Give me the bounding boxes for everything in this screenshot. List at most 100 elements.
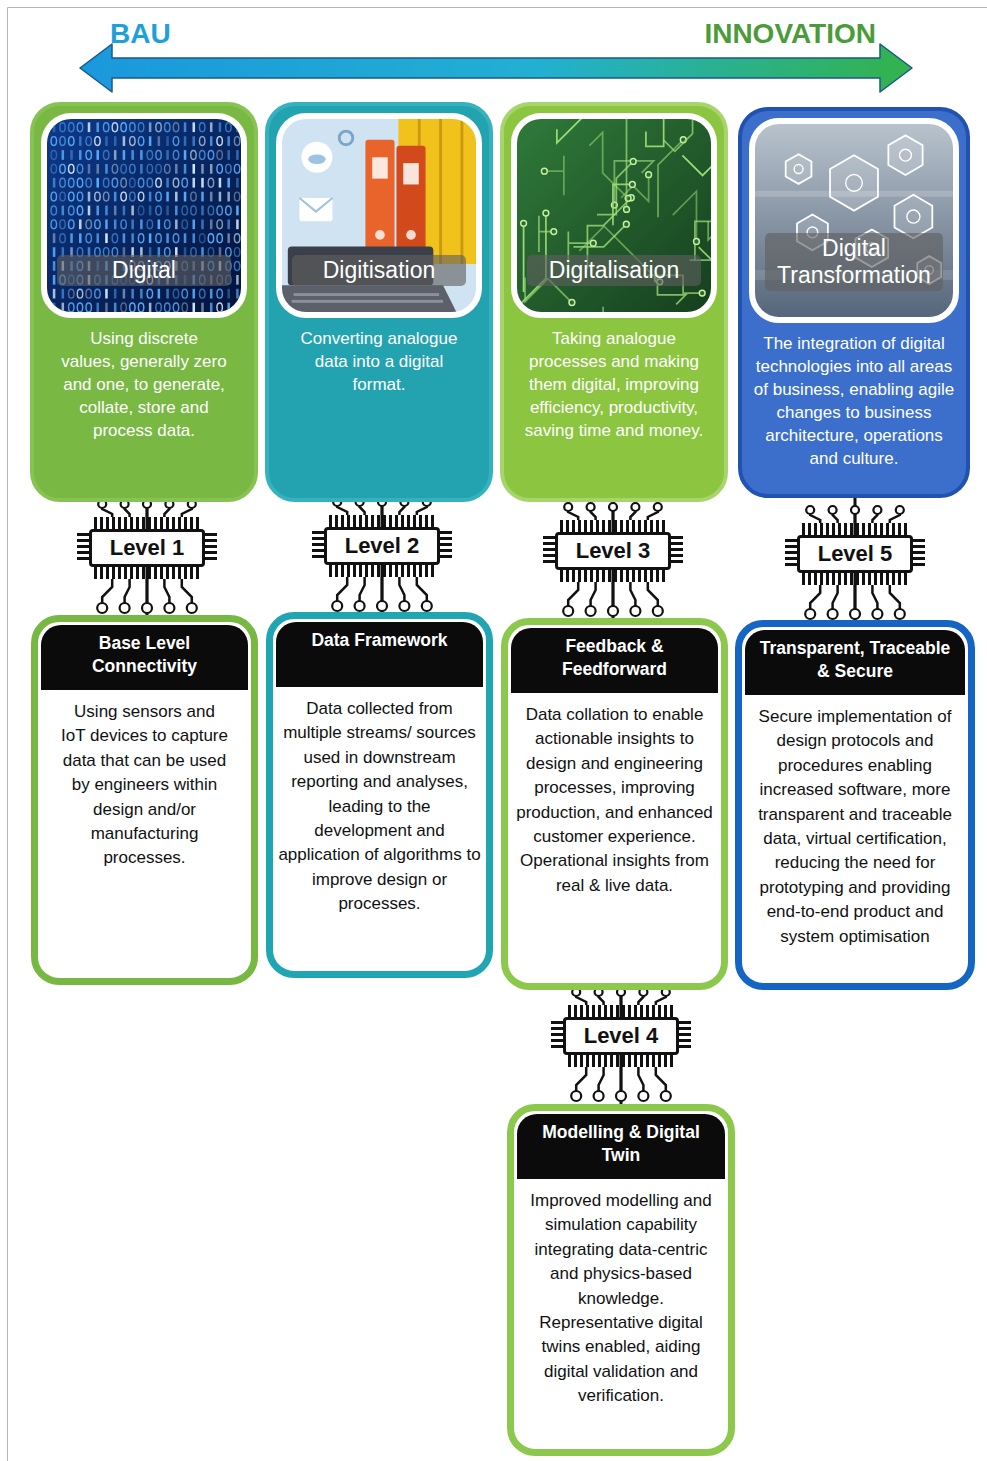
- binary-zero: [147, 289, 152, 298]
- stage-title: Digitalisation: [527, 255, 701, 286]
- circuit-trace: [588, 307, 603, 312]
- binary-zero: [86, 303, 91, 312]
- chip-tooth: [604, 1005, 607, 1017]
- hexagon-dot: [794, 165, 803, 174]
- binary-zero: [199, 137, 204, 146]
- binary-one: [236, 219, 239, 229]
- connector: [855, 498, 856, 535]
- binary-zero: [217, 151, 222, 160]
- binary-zero: [156, 178, 161, 187]
- binary-one: [166, 233, 169, 243]
- chip-tooth: [898, 523, 901, 535]
- chip-wire-end: [332, 601, 342, 611]
- hexagon-icon: [888, 135, 922, 175]
- chip-tooth: [652, 1005, 655, 1017]
- binary-one: [149, 303, 152, 312]
- chip-tooth: [626, 520, 629, 532]
- chip-tooth: [77, 545, 89, 548]
- binary-zero: [77, 164, 82, 173]
- chip-wire: [399, 577, 404, 601]
- level-card: Feedback & FeedforwardData collation to …: [501, 618, 728, 990]
- illustration-ground: [517, 119, 711, 312]
- binary-zero: [103, 123, 108, 132]
- level-chip: Level 5: [797, 535, 913, 573]
- binary-zero: [69, 178, 74, 187]
- binary-zero: [95, 192, 100, 201]
- chip-tooth: [862, 573, 865, 585]
- chip-tooth: [628, 1055, 631, 1067]
- chip-tooth: [620, 570, 623, 582]
- binary-zero: [112, 123, 117, 132]
- chip-tooth: [419, 515, 422, 527]
- chip-tooth: [671, 554, 683, 557]
- chip-tooth: [662, 520, 665, 532]
- circuit-trace: [544, 156, 563, 195]
- chip-tooth: [572, 570, 575, 582]
- binary-one: [123, 136, 126, 146]
- binary-zero: [138, 137, 143, 146]
- hexagon-dot: [907, 210, 920, 223]
- binary-one: [166, 206, 169, 216]
- chip-tooth: [640, 1055, 643, 1067]
- chip-tooth: [94, 567, 97, 579]
- binary-one: [175, 219, 178, 229]
- circuit-trace: [682, 150, 711, 176]
- chip-tooth: [862, 523, 865, 535]
- binary-one: [158, 219, 161, 229]
- circuit-pad: [569, 300, 575, 306]
- chip-wire: [890, 585, 900, 609]
- binary-one: [236, 303, 239, 312]
- chip-pins: [551, 988, 691, 1101]
- keyboard-row: [294, 293, 440, 296]
- binary-zero: [234, 261, 239, 270]
- chip-tooth: [172, 567, 175, 579]
- chip-tooth: [395, 565, 398, 577]
- binary-one: [96, 150, 99, 160]
- chip-wire-end: [616, 1091, 626, 1101]
- binary-one: [96, 303, 99, 312]
- binary-one: [236, 289, 239, 299]
- image-frame: Digital: [41, 113, 247, 318]
- chip-tooth: [551, 1045, 563, 1048]
- binary-zero: [156, 123, 161, 132]
- circuit-pad: [543, 210, 549, 216]
- image-frame: Digitalisation: [511, 113, 717, 318]
- chip-wire-end: [630, 606, 640, 616]
- level-label: Level 4: [584, 1020, 659, 1052]
- chip-tooth: [383, 565, 386, 577]
- chip-wire-end: [586, 606, 596, 616]
- chip-tooth: [341, 565, 344, 577]
- chip-wire: [182, 579, 192, 603]
- binary-one: [210, 122, 213, 132]
- chip-tooth: [136, 517, 139, 529]
- binary-zero: [60, 192, 65, 201]
- chip-tooth: [880, 523, 883, 535]
- chip-tooth: [312, 549, 324, 552]
- image-frame: Digital Transformation: [749, 118, 959, 323]
- chip-tooth: [820, 573, 823, 585]
- binary-zero: [208, 234, 213, 243]
- chip-tooth: [620, 520, 623, 532]
- chip-tooth: [632, 520, 635, 532]
- binary-one: [210, 136, 213, 146]
- chip-tooth: [664, 1005, 667, 1017]
- chip-tooth: [440, 549, 452, 552]
- binary-one: [114, 219, 117, 229]
- binary-one: [236, 178, 239, 188]
- binary-one: [114, 192, 117, 202]
- card-heading: Data Framework: [276, 622, 483, 687]
- binary-one: [227, 233, 230, 243]
- chip-tooth: [359, 515, 362, 527]
- chip-pins: [312, 498, 452, 611]
- binary-zero: [138, 178, 143, 187]
- chip-tooth: [850, 573, 853, 585]
- binary-one: [114, 303, 117, 312]
- binary-zero: [121, 220, 126, 229]
- chip-tooth: [124, 567, 127, 579]
- binary-zero: [226, 164, 231, 173]
- binary-one: [53, 261, 56, 271]
- circuit-trace: [626, 119, 628, 209]
- binary-zero: [147, 220, 152, 229]
- chip-tooth: [626, 570, 629, 582]
- chip-tooth: [312, 531, 324, 534]
